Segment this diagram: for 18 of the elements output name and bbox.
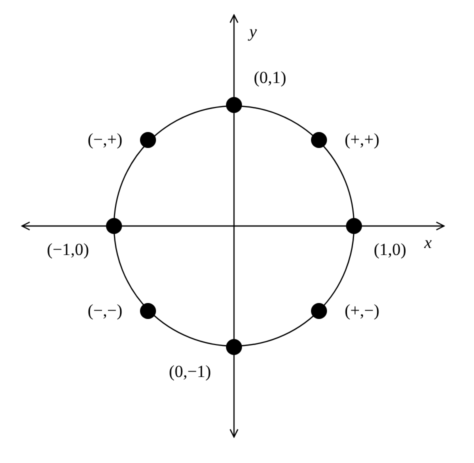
point-dot (226, 97, 242, 113)
point-dot (311, 303, 327, 319)
coordinate-label: (−,−) (88, 301, 122, 321)
point-dot (346, 218, 362, 234)
coordinate-label: (1,0) (374, 240, 406, 260)
coordinate-label: (+,+) (344, 130, 380, 150)
axis-label: y (249, 22, 257, 42)
point-dot (106, 218, 122, 234)
point-dot (311, 132, 327, 148)
point-dot (140, 132, 156, 148)
axis-label: x (424, 233, 432, 253)
point-dot (140, 303, 156, 319)
coordinate-label: (−,+) (88, 130, 122, 150)
coordinate-label: (−1,0) (46, 240, 90, 260)
coordinate-label: (0,−1) (168, 362, 212, 382)
coordinate-label: (0,1) (254, 68, 286, 88)
point-dot (226, 339, 242, 355)
coordinate-label: (+,−) (344, 301, 380, 321)
